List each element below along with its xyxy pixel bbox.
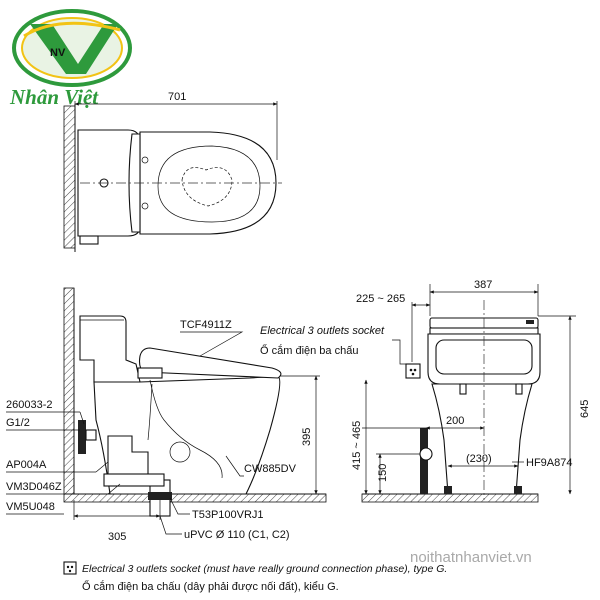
brand-logo: NV (12, 9, 132, 87)
label-vm3d046z: VM3D046Z (6, 481, 62, 493)
footnote: Electrical 3 outlets socket (must have r… (63, 561, 447, 593)
label-socket-vi: Ổ cắm điện ba chấu (260, 344, 358, 357)
label-socket-en: Electrical 3 outlets socket (260, 325, 385, 337)
label-260033-2: 260033-2 (6, 399, 53, 411)
front-pedestal (431, 383, 533, 495)
label-ap004a: AP004A (6, 459, 47, 471)
top-bowl-opening (181, 167, 233, 207)
logo-v-mark-icon (30, 24, 118, 74)
side-floor (63, 493, 327, 503)
inlet-height-dim: 415 ~ 465 (351, 421, 363, 470)
logo-letters: NV (50, 47, 66, 59)
front-floor (361, 493, 539, 503)
logo-swoosh-icon (23, 21, 121, 38)
inlet-offset-dim: 200 (446, 415, 464, 427)
watermark: noithatnhanviet.vn (410, 549, 532, 566)
footnote-line2: Ổ cắm điện ba chấu (dây phải được nối đấ… (82, 580, 339, 593)
label-g12: G1/2 (6, 417, 30, 429)
front-view: 387 225 ~ 265 645 415 ~ 465 150 200 (230… (260, 279, 591, 503)
top-view: 701 (63, 91, 282, 252)
label-tcf4911z: TCF4911Z (180, 319, 232, 331)
label-upvc: uPVC Ø 110 (C1, C2) (184, 529, 290, 541)
top-width-dim: 701 (168, 91, 186, 103)
side-wall (63, 287, 75, 495)
side-view: 305 395 TCF4911Z 260033-2 G1/2 AP004A VM… (6, 287, 327, 543)
top-wall (63, 105, 76, 249)
side-washlet-seat (138, 347, 282, 379)
side-outlet-flange (103, 473, 165, 487)
socket-box-icon (405, 363, 421, 379)
label-t53p100vrj1: T53P100VRJ1 (192, 509, 264, 521)
supply-valve-icon (78, 420, 86, 454)
footnote-socket-icon (63, 561, 77, 575)
brand-name: Nhân Việt (9, 85, 99, 109)
total-height-dim: 645 (579, 400, 591, 418)
front-width-dim: 387 (474, 279, 492, 291)
bottom-width-dim: (230) (466, 453, 492, 465)
internal-hose (149, 379, 223, 479)
socket-range-dim: 225 ~ 265 (356, 293, 405, 305)
label-cw885dv: CW885DV (244, 463, 297, 475)
side-depth-dim: 305 (108, 531, 126, 543)
label-hf9a874: HF9A874 (526, 457, 572, 469)
top-seat-inner (157, 145, 261, 223)
side-height-dim: 395 (301, 428, 313, 446)
label-vm5u048: VM5U048 (6, 501, 55, 513)
footnote-line1: Electrical 3 outlets socket (must have r… (82, 563, 447, 575)
side-tank (79, 315, 141, 383)
front-supply-pipe-icon (420, 428, 428, 494)
floor-height-dim: 150 (377, 464, 389, 482)
